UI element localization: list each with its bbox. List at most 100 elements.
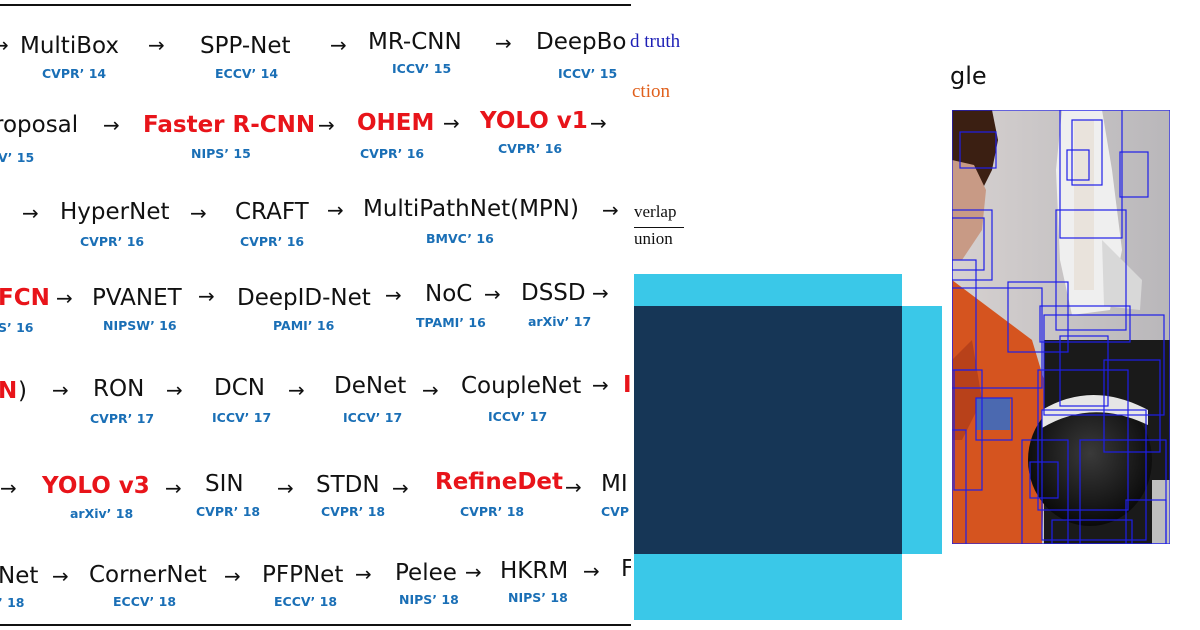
node-yolo-v3: YOLO v3 <box>42 473 150 499</box>
venue-label: V’ 15 <box>0 150 35 165</box>
venue-label: ’ 18 <box>0 595 25 610</box>
proposal-boxes <box>952 110 1170 544</box>
arrow-icon: → <box>165 476 182 500</box>
arrow-icon: → <box>166 378 183 402</box>
arrow-icon: → <box>103 113 120 137</box>
arrow-icon: → <box>277 476 294 500</box>
node-yolo-v1: YOLO v1 <box>480 108 588 134</box>
venue-label: ECCV’ 18 <box>274 594 338 609</box>
shuttle-wing <box>1102 240 1142 310</box>
node-multipathnet: MultiPathNet(MPN) <box>363 196 579 222</box>
venue-label: arXiv’ 18 <box>70 506 134 521</box>
node-deepid-net: DeepID-Net <box>237 285 371 311</box>
venue-label: CVPR’ 16 <box>80 234 145 249</box>
node-deepbox: DeepBo <box>536 29 627 55</box>
arrow-icon: → <box>56 286 73 310</box>
suit-shadow <box>952 340 982 440</box>
venue-label: CVPR’ 18 <box>196 504 261 519</box>
node-r-fcn: FCN <box>0 285 50 311</box>
arrow-icon: → <box>318 113 335 137</box>
node-pelee: Pelee <box>395 560 457 586</box>
node-faster-r-cnn: Faster R-CNN <box>143 112 316 138</box>
node-cornernet: CornerNet <box>89 562 207 588</box>
arrow-icon: → <box>602 198 619 222</box>
fraction-bar <box>634 227 684 228</box>
node-ohem: OHEM <box>357 110 435 136</box>
union-label: union <box>634 229 673 248</box>
arrow-icon: → <box>385 283 402 307</box>
node-pvanet: PVANET <box>92 285 182 311</box>
arrow-icon: → <box>0 476 17 500</box>
node-r-fragment: F <box>621 556 631 582</box>
node-hkrm: HKRM <box>500 558 569 584</box>
arrow-icon: → <box>198 284 215 308</box>
node-mlkp: MI <box>601 471 628 497</box>
venue-label: CVPR’ 18 <box>321 504 386 519</box>
venue-label: PAMI’ 16 <box>273 318 335 333</box>
venue-label: CVPR’ 18 <box>460 504 525 519</box>
detector-timeline-panel: → MultiBox CVPR’ 14 → SPP-Net ECCV’ 14 →… <box>0 4 631 626</box>
arrow-icon: → <box>190 201 207 225</box>
venue-label: TPAMI’ 16 <box>416 315 486 330</box>
arrow-icon: → <box>565 475 582 499</box>
venue-label: CVPR’ 14 <box>42 66 107 81</box>
node-pfpnet: PFPNet <box>262 562 344 588</box>
venue-label: NIPS’ 18 <box>399 592 459 607</box>
venue-label: CVP <box>601 504 630 519</box>
bottom-rule <box>0 624 631 626</box>
ground-truth-label: d truth <box>630 31 681 52</box>
venue-label: CVPR’ 17 <box>90 411 155 426</box>
arrow-icon: → <box>443 111 460 135</box>
node-dssd: DSSD <box>521 280 586 306</box>
overlap-square <box>634 306 902 554</box>
node-sin: SIN <box>205 471 244 497</box>
venue-label: ICCV’ 15 <box>392 61 452 76</box>
shuttle-body <box>1074 120 1094 290</box>
chair-edge <box>1152 480 1170 544</box>
node-spp-net: SPP-Net <box>200 33 291 59</box>
venue-label: CVPR’ 16 <box>240 234 305 249</box>
node-close-paren: ) <box>18 378 27 404</box>
arrow-icon: → <box>583 559 600 583</box>
venue-label: ICCV’ 17 <box>343 410 403 425</box>
node-craft: CRAFT <box>235 199 309 225</box>
node-ron: RON <box>93 376 145 402</box>
venue-label: NIPS’ 15 <box>191 146 251 161</box>
helmet-shape <box>1028 394 1152 526</box>
node-denet: DeNet <box>334 373 407 399</box>
arrow-icon: → <box>0 33 9 57</box>
node-proposal: roposal <box>0 112 79 138</box>
node-mr-cnn: MR-CNN <box>368 29 462 55</box>
helmet-rim <box>1042 395 1148 428</box>
node-multibox: MultiBox <box>20 33 119 59</box>
venue-label: arXiv’ 17 <box>528 314 592 329</box>
venue-label: ICCV’ 17 <box>488 409 548 424</box>
venue-label: ECCV’ 14 <box>215 66 279 81</box>
arrow-icon: → <box>224 564 241 588</box>
venue-label: ICCV’ 17 <box>212 410 272 425</box>
node-hypernet: HyperNet <box>60 199 170 225</box>
arrow-icon: → <box>288 378 305 402</box>
node-stdn: STDN <box>316 472 380 498</box>
arrow-icon: → <box>22 201 39 225</box>
detection-label: ction <box>632 81 670 102</box>
arrow-icon: → <box>327 198 344 222</box>
node-dcn: DCN <box>214 375 265 401</box>
venue-label: NIPSW’ 16 <box>103 318 177 333</box>
venue-label: S’ 16 <box>0 320 34 335</box>
venue-label: CVPR’ 16 <box>498 141 563 156</box>
arrow-icon: → <box>592 373 609 397</box>
arrow-icon: → <box>52 564 69 588</box>
venue-label: BMVC’ 16 <box>426 231 494 246</box>
arrow-icon: → <box>592 281 609 305</box>
arrow-icon: → <box>330 33 347 57</box>
top-rule <box>0 4 631 6</box>
arrow-icon: → <box>355 562 372 586</box>
overlap-label: verlap <box>634 202 677 221</box>
arrow-icon: → <box>148 33 165 57</box>
node-mask-r-cnn: N <box>0 378 18 404</box>
node-noc: NoC <box>425 281 473 307</box>
arrow-icon: → <box>422 378 439 402</box>
proposal-example-image <box>952 110 1170 544</box>
